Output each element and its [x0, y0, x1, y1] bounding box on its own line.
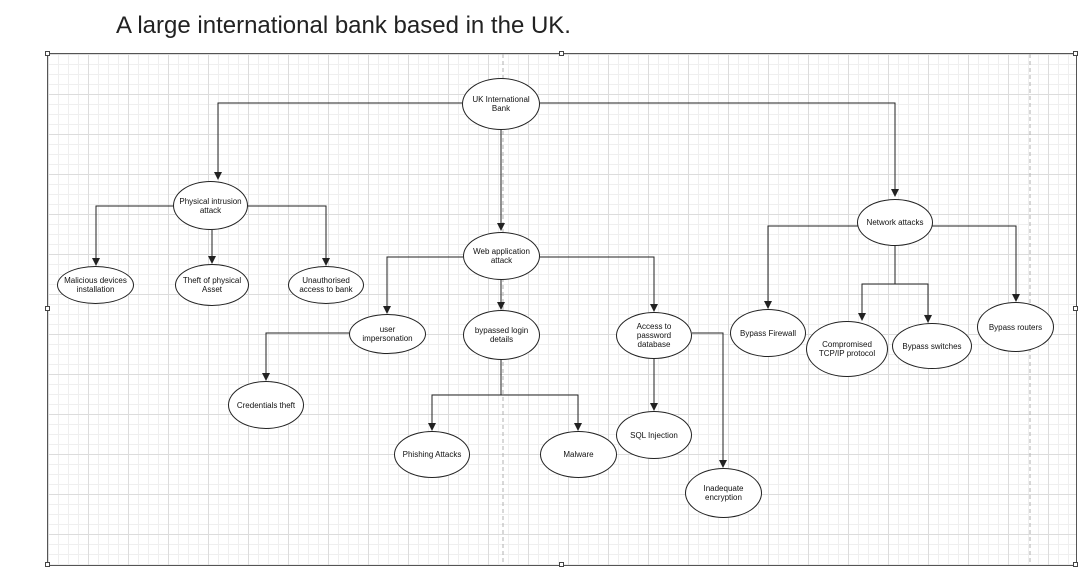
edge-bypassed-phishing — [428, 359, 502, 431]
edge-network-tcpip — [858, 283, 895, 321]
edge-web-impersonation — [383, 256, 463, 314]
node-phishing-attacks[interactable]: Phishing Attacks — [394, 431, 470, 478]
node-user-impersonation[interactable]: user impersonation — [349, 314, 426, 354]
node-web-application-attack[interactable]: Web application attack — [463, 232, 540, 280]
node-bypass-switches[interactable]: Bypass switches — [892, 323, 972, 369]
edge-network-routers — [932, 225, 1020, 302]
node-bypass-routers[interactable]: Bypass routers — [977, 302, 1054, 352]
node-malicious-devices-installation[interactable]: Malicious devices installation — [57, 266, 134, 304]
edge-root-network — [540, 102, 899, 197]
node-unauthorised-access[interactable]: Unauthorised access to bank — [288, 266, 364, 304]
node-uk-international-bank[interactable]: UK International Bank — [462, 78, 540, 130]
node-network-attacks[interactable]: Network attacks — [857, 199, 933, 246]
edge-impersonation-credtheft — [262, 332, 349, 381]
resize-handle-middle-left[interactable] — [45, 306, 50, 311]
node-bypassed-login-details[interactable]: bypassed login details — [463, 310, 540, 360]
edge-web-passworddb — [540, 256, 658, 312]
edge-bypassed-malware — [501, 394, 582, 431]
resize-handle-bottom-right[interactable] — [1073, 562, 1078, 567]
node-theft-of-physical-asset[interactable]: Theft of physical Asset — [175, 264, 249, 306]
resize-handle-bottom-left[interactable] — [45, 562, 50, 567]
node-access-to-password-database[interactable]: Access to password database — [616, 312, 692, 359]
diagram-canvas[interactable] — [47, 53, 1077, 566]
edge-physical-unauth — [248, 205, 330, 266]
resize-handle-top-right[interactable] — [1073, 51, 1078, 56]
resize-handle-bottom-center[interactable] — [559, 562, 564, 567]
edge-passworddb-encryption — [692, 332, 727, 468]
edge-network-switches — [895, 283, 932, 323]
resize-handle-top-left[interactable] — [45, 51, 50, 56]
node-inadequate-encryption[interactable]: Inadequate encryption — [685, 468, 762, 518]
edge-network-firewall — [764, 225, 858, 309]
node-sql-injection[interactable]: SQL Injection — [616, 411, 692, 459]
node-compromised-tcpip-protocol[interactable]: Compromised TCP/IP protocol — [806, 321, 888, 377]
node-physical-intrusion-attack[interactable]: Physical intrusion attack — [173, 181, 248, 230]
edge-root-physical — [214, 102, 462, 180]
page-title: A large international bank based in the … — [116, 12, 571, 39]
resize-handle-top-center[interactable] — [559, 51, 564, 56]
resize-handle-middle-right[interactable] — [1073, 306, 1078, 311]
node-bypass-firewall[interactable]: Bypass Firewall — [730, 309, 806, 357]
edge-physical-malicious — [92, 205, 174, 266]
node-credentials-theft[interactable]: Credentials theft — [228, 381, 304, 429]
node-malware[interactable]: Malware — [540, 431, 617, 478]
